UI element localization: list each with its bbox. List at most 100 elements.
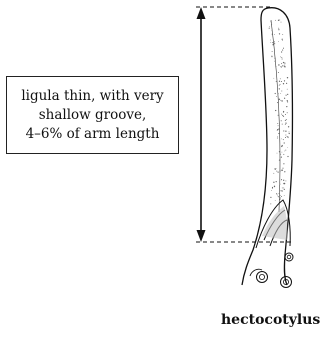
stipple-dot <box>288 137 289 138</box>
stipple-dot <box>286 119 287 120</box>
stipple-dot <box>282 152 283 153</box>
stipple-dot <box>284 151 285 152</box>
stipple-dot <box>278 64 279 65</box>
annotation-line-2: shallow groove, <box>7 106 178 125</box>
stipple-dot <box>282 40 283 41</box>
stipple-dot <box>281 81 282 82</box>
stipple-dot <box>283 187 284 188</box>
stipple-dot <box>270 203 271 204</box>
ligula-stippling <box>269 20 290 205</box>
stipple-dot <box>284 171 285 172</box>
stipple-dot <box>280 93 281 94</box>
stipple-dot <box>278 109 279 110</box>
stipple-dot <box>283 116 284 117</box>
ligula-groove-line <box>271 20 280 212</box>
stipple-dot <box>285 180 286 181</box>
stipple-dot <box>274 41 275 42</box>
stipple-dot <box>284 63 285 64</box>
stipple-dot <box>273 182 274 183</box>
sucker-upper-right <box>285 253 293 261</box>
stipple-dot <box>282 145 283 146</box>
stipple-dot <box>281 67 282 68</box>
stipple-dot <box>287 156 288 157</box>
stipple-dot <box>285 120 286 121</box>
stipple-dot <box>282 50 283 51</box>
stipple-dot <box>288 126 289 127</box>
stipple-dot <box>281 100 282 101</box>
stipple-dot <box>282 187 283 188</box>
stipple-dot <box>279 151 280 152</box>
stipple-dot <box>287 77 288 78</box>
stipple-dot <box>270 197 271 198</box>
annotation-line-3: 4–6% of arm length <box>7 125 178 144</box>
annotation-line-1: ligula thin, with very <box>7 87 178 106</box>
stipple-dot <box>287 101 288 102</box>
stipple-dot <box>285 122 286 123</box>
stipple-dot <box>287 112 288 113</box>
stipple-dot <box>278 28 279 29</box>
sucker-lower-left <box>257 272 268 283</box>
stipple-dot <box>281 91 282 92</box>
stipple-dot <box>284 80 285 81</box>
stipple-dot <box>279 170 280 171</box>
stipple-dot <box>280 100 281 101</box>
stipple-dot <box>285 131 286 132</box>
stipple-dot <box>281 63 282 64</box>
stipple-dot <box>271 56 272 57</box>
stipple-dot <box>278 20 279 21</box>
stipple-dot <box>277 138 278 139</box>
stipple-dot <box>283 154 284 155</box>
stipple-dot <box>278 72 279 73</box>
stipple-dot <box>286 83 287 84</box>
stipple-dot <box>283 111 284 112</box>
stipple-dot <box>283 83 284 84</box>
stipple-dot <box>282 65 283 66</box>
stipple-dot <box>281 120 282 121</box>
stipple-dot <box>282 124 283 125</box>
stipple-dot <box>272 51 273 52</box>
stipple-dot <box>277 153 278 154</box>
stipple-dot <box>270 40 271 41</box>
stipple-dot <box>283 180 284 181</box>
stipple-dot <box>278 196 279 197</box>
stipple-dot <box>280 184 281 185</box>
stipple-dot <box>276 171 277 172</box>
stipple-dot <box>276 193 277 194</box>
stipple-dot <box>286 106 287 107</box>
stipple-dot <box>284 142 285 143</box>
stipple-dot <box>282 170 283 171</box>
stipple-dot <box>272 44 273 45</box>
stipple-dot <box>283 130 284 131</box>
stipple-dot <box>287 100 288 101</box>
stipple-dot <box>273 173 274 174</box>
stipple-dot <box>277 130 278 131</box>
stipple-dot <box>280 78 281 79</box>
stipple-dot <box>276 168 277 169</box>
figure-caption: hectocotylus <box>221 312 320 328</box>
stipple-dot <box>281 139 282 140</box>
stipple-dot <box>283 48 284 49</box>
stipple-dot <box>277 123 278 124</box>
stipple-dot <box>276 81 277 82</box>
stipple-dot <box>270 22 271 23</box>
stipple-dot <box>287 94 288 95</box>
stipple-dot <box>280 154 281 155</box>
stipple-dot <box>282 115 283 116</box>
stipple-dot <box>272 42 273 43</box>
stipple-dot <box>274 186 275 187</box>
stipple-dot <box>283 139 284 140</box>
stipple-dot <box>278 133 279 134</box>
stipple-dot <box>280 190 281 191</box>
stipple-dot <box>278 41 279 42</box>
stipple-dot <box>281 157 282 158</box>
stipple-dot <box>285 114 286 115</box>
stipple-dot <box>284 98 285 99</box>
stipple-dot <box>278 128 279 129</box>
stipple-dot <box>283 183 284 184</box>
stipple-dot <box>279 84 280 85</box>
stipple-dot <box>269 28 270 29</box>
stipple-dot <box>289 131 290 132</box>
stipple-dot <box>278 125 279 126</box>
stipple-dot <box>283 62 284 63</box>
